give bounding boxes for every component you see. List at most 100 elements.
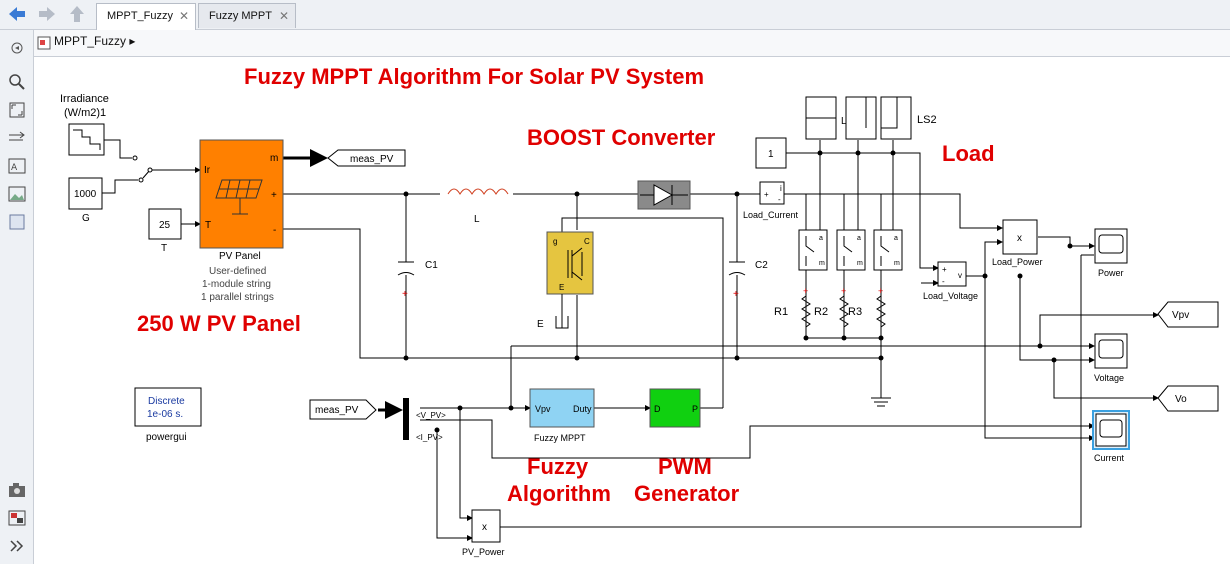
c1-label: C1 xyxy=(425,260,438,271)
image-icon[interactable] xyxy=(6,184,28,204)
svg-text:g: g xyxy=(553,237,557,246)
capacitor-c1[interactable]: + xyxy=(397,261,415,300)
svg-text:i: i xyxy=(780,184,782,193)
power-scope[interactable] xyxy=(1094,228,1128,264)
address-bar: MPPT_Fuzzy ▸ xyxy=(34,30,1230,57)
r2-label: R2 xyxy=(814,306,828,318)
up-arrow-icon[interactable] xyxy=(66,4,88,24)
current-measurement[interactable]: + i - xyxy=(759,181,785,205)
power-scope-label: Power xyxy=(1098,268,1124,278)
c2-label: C2 xyxy=(755,260,768,271)
diagram-canvas[interactable]: Fuzzy MPPT Algorithm For Solar PV System… xyxy=(34,57,1230,564)
vo-goto[interactable]: Vo xyxy=(1157,385,1219,412)
pv-sub2: 1-module string xyxy=(202,279,271,290)
svg-text:Vpv: Vpv xyxy=(1172,310,1189,321)
svg-text:m: m xyxy=(819,260,825,267)
svg-text:Discrete: Discrete xyxy=(148,396,185,407)
svg-text:C: C xyxy=(584,237,590,246)
pwm-annotation-1: PWM xyxy=(658,454,712,479)
fuzzy-mppt-label: Fuzzy MPPT xyxy=(534,433,586,443)
load-step-blocks[interactable]: L xyxy=(805,96,912,140)
svg-text:Duty: Duty xyxy=(573,404,592,414)
svg-text:a: a xyxy=(819,235,823,242)
svg-text:E: E xyxy=(559,283,564,292)
svg-text:meas_PV: meas_PV xyxy=(315,405,359,416)
model-browser-icon[interactable] xyxy=(6,508,28,528)
svg-text:L: L xyxy=(841,116,847,127)
svg-text:1000: 1000 xyxy=(74,189,97,200)
meas-pv-goto[interactable]: meas_PV xyxy=(327,149,406,167)
svg-text:v: v xyxy=(958,271,962,280)
powergui-block[interactable]: Discrete 1e-06 s. xyxy=(134,387,202,427)
svg-text:Ir: Ir xyxy=(204,165,211,176)
t-constant[interactable]: 25 xyxy=(148,208,182,240)
diode-block[interactable] xyxy=(637,180,691,210)
inductor-block[interactable] xyxy=(447,188,509,195)
svg-text:A: A xyxy=(11,163,18,173)
fuzzy-annotation-1: Fuzzy xyxy=(527,454,589,479)
toolbar: MPPT_Fuzzy ✕ Fuzzy MPPT ✕ xyxy=(0,0,1230,30)
pwm-generator-block[interactable]: D P xyxy=(649,388,701,428)
tab-mppt-fuzzy[interactable]: MPPT_Fuzzy ✕ xyxy=(96,3,196,30)
load-power-product[interactable]: x xyxy=(1002,219,1038,255)
svg-text:+: + xyxy=(402,289,408,300)
irradiance-label: Irradiance xyxy=(60,93,109,105)
svg-text:Vpv: Vpv xyxy=(535,404,551,414)
svg-text:+: + xyxy=(733,289,739,300)
vpv-goto[interactable]: Vpv xyxy=(1157,301,1219,328)
camera-icon[interactable] xyxy=(6,480,28,500)
pv-sub3: 1 parallel strings xyxy=(201,292,274,303)
svg-text:-: - xyxy=(273,225,276,236)
irradiance-block[interactable] xyxy=(68,123,105,156)
voltage-scope-label: Voltage xyxy=(1094,373,1124,383)
breadcrumb[interactable]: MPPT_Fuzzy ▸ xyxy=(54,34,136,48)
arrow-route-icon[interactable] xyxy=(6,128,28,148)
tab-label: Fuzzy MPPT xyxy=(209,10,272,22)
capacitor-c2[interactable]: + xyxy=(728,261,746,300)
voltage-scope[interactable] xyxy=(1094,333,1128,369)
meas-pv-from[interactable]: meas_PV xyxy=(309,399,377,420)
back-arrow-icon[interactable] xyxy=(6,4,28,24)
manual-switch[interactable] xyxy=(132,155,153,183)
close-icon[interactable]: ✕ xyxy=(278,9,289,23)
resistors[interactable] xyxy=(801,295,886,328)
annotation-icon[interactable]: A xyxy=(6,156,28,176)
model-icon xyxy=(37,36,51,50)
pv-power-product[interactable]: x xyxy=(471,509,501,543)
title-annotation: Fuzzy MPPT Algorithm For Solar PV System xyxy=(244,64,704,89)
pv-panel-block[interactable]: Ir T m + - xyxy=(199,139,284,249)
igbt-ground-port xyxy=(555,294,569,329)
forward-arrow-icon[interactable] xyxy=(36,4,58,24)
svg-text:1: 1 xyxy=(768,149,774,160)
pv-panel-annotation: 250 W PV Panel xyxy=(137,311,301,336)
igbt-block[interactable]: g C E xyxy=(546,231,594,295)
svg-text:25: 25 xyxy=(159,220,171,231)
fit-view-icon[interactable] xyxy=(6,100,28,120)
bus-selector[interactable] xyxy=(403,398,409,440)
svg-text:+: + xyxy=(764,190,769,199)
load-voltage-label: Load_Voltage xyxy=(923,291,978,301)
expand-icon[interactable] xyxy=(6,536,28,556)
current-scope[interactable] xyxy=(1092,410,1130,450)
svg-text:+: + xyxy=(803,286,808,296)
svg-text:x: x xyxy=(1017,233,1022,244)
tab-fuzzy-mppt[interactable]: Fuzzy MPPT ✕ xyxy=(198,3,296,28)
zoom-icon[interactable] xyxy=(6,72,28,92)
g-constant[interactable]: 1000 xyxy=(68,177,103,210)
hide-browser-icon[interactable] xyxy=(6,38,28,58)
close-icon[interactable]: ✕ xyxy=(178,9,189,23)
boost-annotation: BOOST Converter xyxy=(527,125,716,150)
fuzzy-mppt-block[interactable]: Vpv Duty xyxy=(529,388,595,428)
breaker-blocks[interactable]: a m a m a m xyxy=(798,229,903,271)
svg-text:D: D xyxy=(654,404,661,414)
svg-text:-: - xyxy=(942,277,945,286)
pv-sub1: User-defined xyxy=(209,266,266,277)
irradiance-unit: (W/m2)1 xyxy=(64,107,106,119)
pwm-annotation-2: Generator xyxy=(634,481,740,506)
area-icon[interactable] xyxy=(6,212,28,232)
junctions xyxy=(403,150,1073,433)
r3-label: R3 xyxy=(848,306,862,318)
svg-text:meas_PV: meas_PV xyxy=(350,154,394,165)
voltage-measurement[interactable]: + - v xyxy=(937,261,967,287)
constant-one[interactable]: 1 xyxy=(755,137,787,169)
